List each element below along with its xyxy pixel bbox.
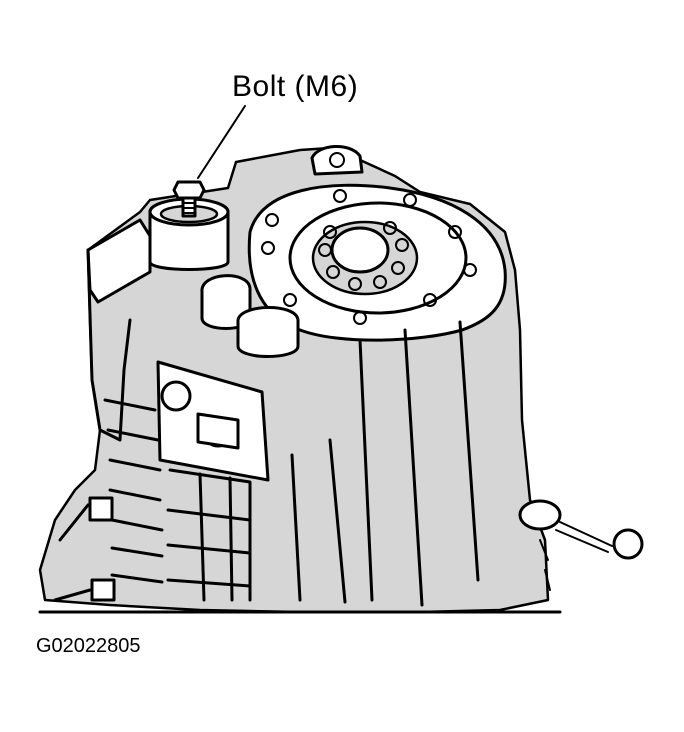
left-edge [86, 248, 132, 442]
bolt-callout-label: Bolt (M6) [232, 70, 359, 103]
housing-ribs [290, 320, 480, 607]
figure-id: G02022805 [36, 635, 141, 657]
ear-hole [329, 152, 345, 168]
bolt-icon [172, 180, 206, 218]
top-ear [310, 144, 364, 176]
leader-line [197, 105, 246, 179]
right-sensor [518, 499, 644, 591]
boss-left [200, 274, 252, 330]
lower-grid [166, 468, 252, 602]
shaft-hub [330, 226, 390, 274]
bearing-rollers [318, 221, 409, 291]
lower-fittings [53, 496, 116, 602]
flange-bolt-holes [261, 189, 477, 325]
boss-right [236, 306, 300, 358]
plate-bolts [160, 380, 240, 450]
fin-stack [103, 398, 164, 584]
